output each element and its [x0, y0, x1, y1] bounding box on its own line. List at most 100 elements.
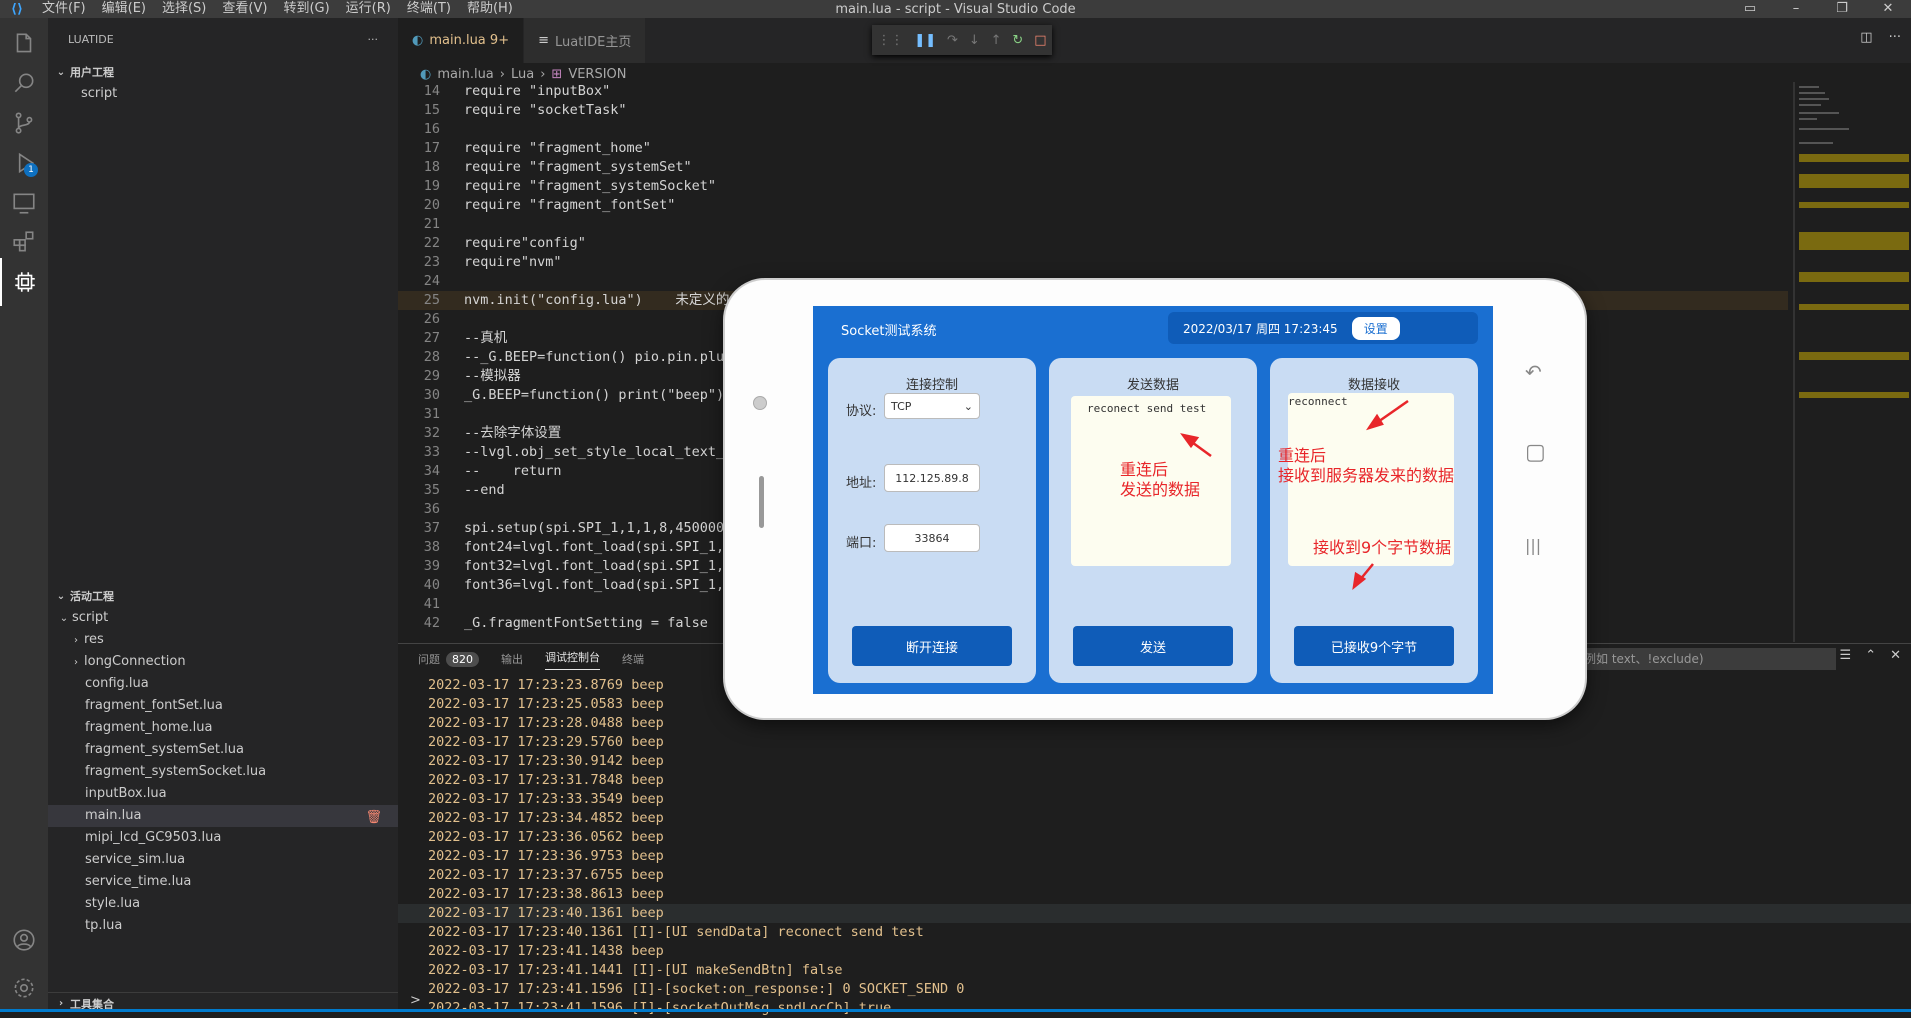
line-number: 33 [423, 444, 440, 460]
breadcrumb-symbol[interactable]: VERSION [568, 66, 627, 82]
tree-item-script-user[interactable]: script [81, 86, 118, 101]
maximize-panel-icon[interactable]: ⌃ [1865, 648, 1877, 663]
minimap[interactable] [1793, 82, 1911, 642]
chevron-right-icon: › [74, 635, 78, 646]
search-icon[interactable] [0, 59, 48, 107]
annotation-text: 接收到服务器发来的数据 [1278, 466, 1455, 485]
tab-debug-console[interactable]: 调试控制台 [545, 649, 600, 670]
step-out-icon[interactable]: ↑ [990, 32, 1002, 48]
tree-folder-script[interactable]: ⌄script [48, 607, 398, 629]
remote-explorer-icon[interactable] [0, 179, 48, 227]
back-icon[interactable]: ↶ [1525, 360, 1542, 384]
breadcrumb-lang[interactable]: Lua [510, 66, 535, 82]
run-debug-icon[interactable]: 1 [0, 139, 48, 187]
console-line: 2022-03-17 17:23:30.9142 beep [428, 753, 664, 769]
menu-item[interactable]: 帮助(H) [466, 1, 513, 16]
tree-file[interactable]: service_time.lua [48, 871, 398, 893]
tree-file[interactable]: service_sim.lua [48, 849, 398, 871]
more-icon[interactable]: ··· [1888, 30, 1901, 45]
received-bytes-button[interactable]: 已接收9个字节 [1294, 626, 1454, 666]
file-label: main.lua [85, 808, 142, 823]
tab-badge: 9+ [489, 33, 510, 48]
tree-file[interactable]: fragment_fontSet.lua [48, 695, 398, 717]
settings-gear-icon[interactable] [0, 964, 48, 1012]
restart-icon[interactable]: ↻ [1012, 32, 1024, 48]
stop-icon[interactable]: □ [1034, 32, 1047, 48]
menu-item[interactable]: 文件(F) [42, 1, 86, 16]
tree-folder[interactable]: ›longConnection [48, 651, 398, 673]
tree-file[interactable]: inputBox.lua [48, 783, 398, 805]
split-editor-icon[interactable]: ◫ [1860, 30, 1873, 45]
source-control-icon[interactable] [0, 99, 48, 147]
step-into-icon[interactable]: ↓ [968, 32, 980, 48]
section-active-project[interactable]: ⌄活动工程 [48, 585, 398, 607]
tree-folder[interactable]: ›res [48, 629, 398, 651]
drag-handle-icon[interactable]: ⋮⋮ [877, 32, 904, 48]
trash-icon[interactable]: 🗑 [365, 810, 382, 825]
protocol-select[interactable]: TCP⌄ [884, 393, 980, 419]
pause-icon[interactable]: ❚❚ [914, 32, 937, 48]
section-tools[interactable]: ›工具集合 [48, 992, 398, 1014]
send-button[interactable]: 发送 [1073, 626, 1233, 666]
clear-console-icon[interactable]: ☰ [1839, 648, 1852, 663]
home-icon[interactable]: ▢ [1525, 440, 1546, 465]
close-icon[interactable]: ✕ [1882, 1, 1894, 16]
tree-file[interactable]: style.lua [48, 893, 398, 915]
file-label: mipi_lcd_GC9503.lua [85, 830, 222, 845]
menu-item[interactable]: 运行(R) [345, 1, 391, 16]
section-user-project[interactable]: ⌄用户工程 [48, 61, 398, 83]
layout-icon[interactable]: ▭ [1743, 1, 1757, 16]
tree-file[interactable]: tp.lua [48, 915, 398, 937]
tab-terminal[interactable]: 终端 [622, 653, 644, 666]
minimize-icon[interactable]: – [1792, 1, 1800, 16]
menu-item[interactable]: 转到(G) [283, 1, 330, 16]
tree-file[interactable]: fragment_home.lua [48, 717, 398, 739]
tab-output[interactable]: 输出 [501, 653, 523, 666]
symbol-icon: ⊞ [551, 66, 563, 82]
console-input[interactable]: > [410, 993, 421, 1008]
menu-item[interactable]: 编辑(E) [101, 1, 146, 16]
tab-main-lua[interactable]: ◐main.lua 9+ [398, 18, 525, 63]
console-filter-input[interactable]: 例如 text、!exclude) [1578, 648, 1836, 670]
chevron-down-icon: ⌄ [56, 590, 66, 602]
menu-item[interactable]: 终端(T) [406, 1, 451, 16]
address-input[interactable]: 112.125.89.8 [884, 464, 980, 492]
menu-icon[interactable]: ||| [1525, 536, 1542, 555]
send-textarea[interactable]: reconect send test [1071, 396, 1231, 566]
tree-file[interactable]: config.lua [48, 673, 398, 695]
line-text [440, 595, 464, 614]
settings-button[interactable]: 设置 [1351, 316, 1400, 340]
step-over-icon[interactable]: ↷ [947, 32, 958, 48]
tree-file[interactable]: mipi_lcd_GC9503.lua [48, 827, 398, 849]
tab-luatide-home[interactable]: ≡LuatIDE主页 [524, 18, 647, 63]
tree-file[interactable]: main.lua 🗑 [48, 805, 398, 827]
restore-icon[interactable]: ❐ [1836, 1, 1848, 16]
menu-item[interactable]: 选择(S) [161, 1, 207, 16]
account-icon[interactable] [0, 916, 48, 964]
close-panel-icon[interactable]: ✕ [1890, 648, 1901, 663]
menu-item[interactable]: 查看(V) [222, 1, 268, 16]
receive-textarea: reconnect [1288, 393, 1454, 566]
file-label: fragment_systemSocket.lua [85, 764, 267, 779]
more-actions-icon[interactable]: ··· [367, 33, 379, 46]
line-number: 35 [423, 482, 440, 498]
line-text: -- return [464, 463, 562, 479]
problems-count-badge: 820 [446, 652, 479, 667]
line-text [440, 272, 464, 291]
breadcrumb-file[interactable]: main.lua [437, 66, 494, 82]
luatide-chip-icon[interactable] [0, 258, 48, 306]
send-card: 发送数据 reconect send test 发送 [1049, 358, 1257, 683]
explorer-icon[interactable] [0, 20, 48, 68]
tree-file[interactable]: fragment_systemSet.lua [48, 739, 398, 761]
debug-badge: 1 [24, 163, 38, 177]
line-number: 29 [423, 368, 440, 384]
port-input[interactable]: 33864 [884, 524, 980, 552]
disconnect-button[interactable]: 断开连接 [852, 626, 1012, 666]
extensions-icon[interactable] [0, 218, 48, 266]
line-text: nvm.init("config.lua") 未定义的全 [464, 292, 743, 308]
tree-file[interactable]: fragment_systemSocket.lua [48, 761, 398, 783]
